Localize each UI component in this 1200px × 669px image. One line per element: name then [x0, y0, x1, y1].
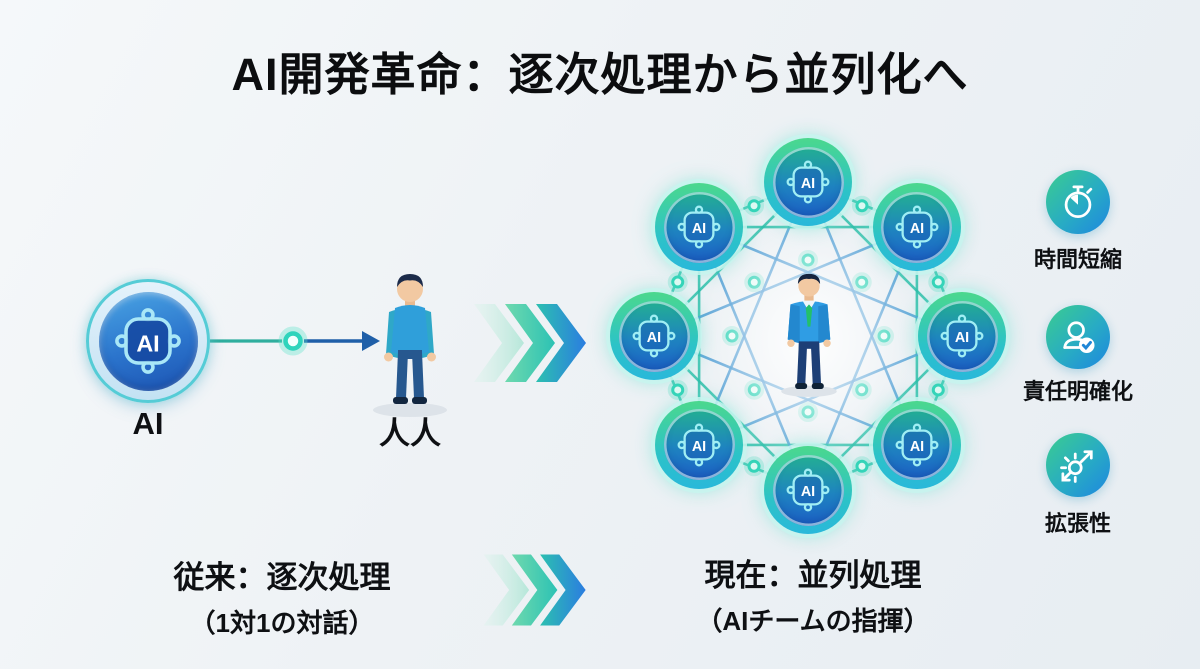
junction-dot-glow	[667, 272, 688, 293]
ai-badge: AI	[86, 279, 210, 403]
person-caption: 人人	[379, 416, 441, 451]
caption-before: 従来：逐次処理 （1対1の対話）	[78, 552, 486, 640]
chevron-arrows-icon	[474, 304, 586, 382]
manager-person-icon	[781, 273, 837, 397]
junction-dot-glow	[851, 195, 872, 216]
junction-dot-glow	[851, 456, 872, 477]
benefit-label-scalability: 拡張性	[1044, 511, 1111, 536]
caption-after-title: 現在：並列処理	[704, 558, 922, 593]
junction-dot-icon	[747, 199, 761, 213]
stopwatch-icon	[1046, 170, 1110, 234]
junction-dot-glow	[744, 456, 765, 477]
page-title: AI開発革命：逐次処理から並列化へ	[231, 49, 969, 100]
junction-dot-icon	[931, 275, 945, 289]
caption-after-subtitle: （AIチームの指揮）	[696, 606, 930, 636]
junction-dot-icon	[931, 383, 945, 397]
junction-dot-icon	[855, 459, 869, 473]
junction-dot-icon	[671, 383, 685, 397]
ai-chip-icon: AI	[115, 308, 181, 374]
user-person-icon	[373, 274, 447, 417]
ai-badge-inner: AI	[98, 291, 198, 391]
caption-before-subtitle: （1対1の対話）	[189, 608, 375, 638]
junction-dot-icon	[671, 275, 685, 289]
benefit-label-responsibility: 責任明確化	[1022, 379, 1133, 404]
junction-dot-glow	[744, 195, 765, 216]
junction-dot-glow	[928, 272, 949, 293]
person-check-icon	[1046, 305, 1110, 369]
junction-dot-icon	[747, 459, 761, 473]
expand-arrows-icon	[1046, 433, 1110, 497]
caption-after: 現在：並列処理 （AIチームの指揮）	[608, 550, 1018, 638]
ai-caption: AI	[132, 406, 164, 441]
junction-dot-glow	[928, 379, 949, 400]
arrow-head-icon	[362, 331, 380, 351]
benefit-label-time: 時間短縮	[1033, 247, 1122, 272]
junction-dot-glow	[667, 379, 688, 400]
junction-dot-icon	[855, 199, 869, 213]
connector-dot-icon	[283, 331, 303, 351]
caption-before-title: 従来：逐次処理	[173, 560, 391, 595]
chevron-arrows-icon	[483, 554, 586, 626]
svg-text:AI: AI	[136, 330, 159, 356]
connector-dot-glow	[278, 326, 308, 356]
